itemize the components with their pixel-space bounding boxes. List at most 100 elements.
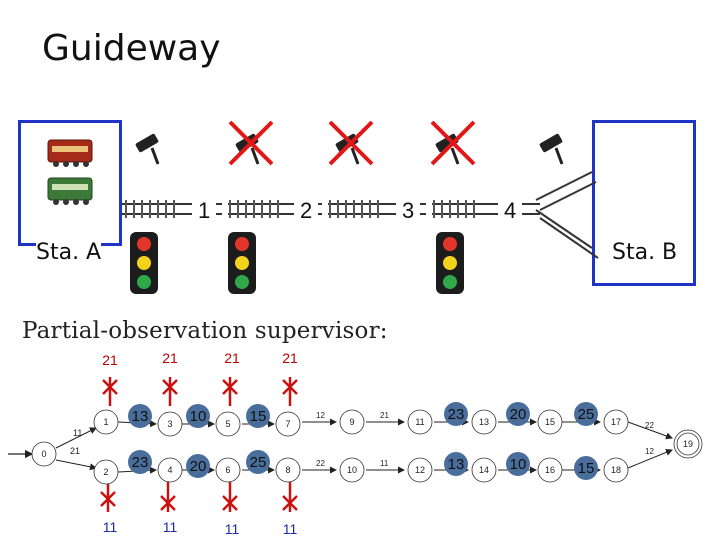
disabled-camera-cross-icon: [328, 120, 374, 166]
state-node: [471, 457, 497, 483]
guideway-scene: [47, 120, 599, 294]
state-node: [407, 457, 433, 483]
camera-icon: [539, 133, 564, 165]
state-label: 0: [41, 449, 46, 459]
state-label: 12: [415, 465, 425, 475]
state-label: 15: [545, 417, 555, 427]
edge-label: 11: [73, 428, 82, 438]
state-node: [603, 409, 629, 435]
state-label: 1: [103, 417, 108, 427]
state-node: [157, 457, 183, 483]
badge-label: 10: [190, 408, 207, 425]
event-badge: [186, 454, 210, 478]
state-label: 14: [479, 465, 489, 475]
badge-label: 13: [132, 408, 149, 425]
state-node: [215, 457, 241, 483]
state-label: 6: [225, 465, 230, 475]
badge-label: 23: [448, 406, 465, 423]
event-badge: [186, 404, 210, 428]
event-badge: [506, 402, 530, 426]
block-label-1: 1: [192, 198, 217, 224]
station-b-box: [592, 120, 696, 286]
page-title: Guideway: [42, 28, 221, 69]
state-node: [471, 409, 497, 435]
bottom-label: 11: [163, 519, 178, 535]
state-node: [215, 411, 241, 437]
state-node: [537, 457, 563, 483]
traffic-light-icon: [228, 232, 256, 294]
state-node: [537, 409, 563, 435]
station-a-label: Sta. A: [36, 240, 102, 265]
state-label: 4: [167, 465, 172, 475]
supervisor-automaton: 21 21 21 21 11 11 11 11 11 21: [8, 350, 703, 537]
event-badge: [128, 450, 152, 474]
badge-label: 10: [510, 456, 527, 473]
state-label: 3: [167, 419, 172, 429]
event-badge: [574, 456, 598, 480]
state-node: [603, 457, 629, 483]
train-green-icon: [47, 177, 93, 205]
disabled-camera-cross-icon: [228, 120, 274, 166]
edge-label: 12: [316, 411, 325, 420]
station-b-label: Sta. B: [612, 240, 678, 265]
state-label: 16: [545, 465, 555, 475]
badge-label: 25: [250, 454, 267, 471]
state-node: [676, 432, 700, 456]
badge-label: 23: [132, 454, 149, 471]
state-label: 17: [611, 417, 621, 427]
traffic-light-icon: [436, 232, 464, 294]
traffic-light-icon: [130, 232, 158, 294]
edge-label: 22: [645, 421, 654, 430]
state-label: 9: [349, 417, 354, 427]
state-node: [93, 409, 119, 435]
badge-label: 20: [190, 458, 207, 475]
track: [122, 171, 599, 259]
bottom-label: 11: [103, 519, 118, 535]
event-badge: [444, 452, 468, 476]
event-badge: [246, 404, 270, 428]
block-label-4: 4: [498, 198, 523, 224]
edge-label: 21: [70, 446, 80, 456]
state-label: 8: [285, 465, 290, 475]
block-label-2: 2: [294, 198, 319, 224]
state-node: [275, 411, 301, 437]
bottom-disable-marker: [100, 478, 298, 512]
state-node: [157, 411, 183, 437]
event-badge: [246, 450, 270, 474]
state-label: 11: [415, 417, 424, 427]
disabled-camera-cross-icon: [430, 120, 476, 166]
state-node: [275, 457, 301, 483]
event-badge: [574, 402, 598, 426]
state-label: 5: [225, 419, 230, 429]
edge-label: 11: [380, 459, 389, 468]
event-badge: [506, 452, 530, 476]
supervisor-heading: Partial-observation supervisor:: [22, 318, 388, 344]
edge-label: 22: [316, 459, 325, 468]
state-label: 10: [347, 465, 357, 475]
state-node: [339, 457, 365, 483]
top-label: 21: [224, 350, 240, 366]
badge-label: 15: [250, 408, 267, 425]
state-node: [31, 441, 57, 467]
edge-label: 21: [380, 411, 389, 420]
edge-label: 12: [645, 447, 654, 456]
state-label: 18: [611, 465, 621, 475]
top-disable-marker: [102, 377, 298, 406]
state-label: 7: [285, 419, 290, 429]
badge-label: 15: [578, 460, 595, 477]
state-node: [93, 459, 119, 485]
camera-icon: [235, 133, 260, 165]
badge-label: 13: [448, 456, 465, 473]
state-label: 19: [683, 439, 693, 449]
state-node: [339, 409, 365, 435]
bottom-label: 11: [225, 521, 240, 537]
camera-icon: [435, 133, 460, 165]
state-label: 13: [479, 417, 489, 427]
camera-icon: [135, 133, 160, 165]
event-badge: [444, 402, 468, 426]
badge-label: 25: [578, 406, 595, 423]
state-node: [407, 409, 433, 435]
block-label-3: 3: [396, 198, 421, 224]
bottom-label: 11: [283, 521, 298, 537]
top-label: 21: [162, 350, 178, 366]
